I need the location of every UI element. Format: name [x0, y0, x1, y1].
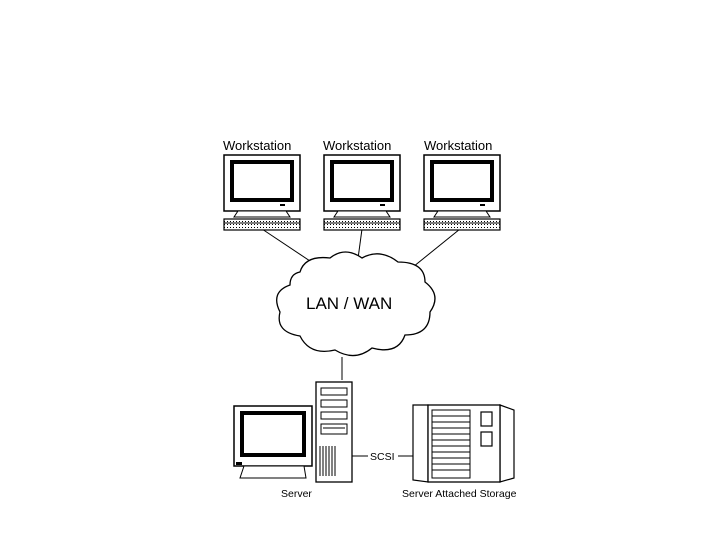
server-label: Server	[281, 488, 312, 500]
workstation-1-computer-icon	[222, 153, 302, 232]
server-monitor-icon	[233, 405, 313, 479]
server-tower-icon	[315, 381, 353, 483]
workstation-2: Workstation	[322, 138, 402, 232]
workstation-3-computer-icon	[422, 153, 502, 232]
network-cloud: LAN / WAN	[276, 251, 436, 357]
workstation-2-label: Workstation	[323, 138, 391, 153]
network-label: LAN / WAN	[306, 294, 392, 313]
workstation-3-label: Workstation	[424, 138, 492, 153]
storage: Server Attached Storage	[402, 404, 517, 500]
workstation-3: Workstation	[422, 138, 502, 232]
server: Server	[233, 381, 353, 500]
workstation-2-computer-icon	[322, 153, 402, 232]
workstation-1-label: Workstation	[223, 138, 291, 153]
storage-array-icon	[412, 404, 515, 483]
cloud-icon	[276, 251, 436, 357]
connection-lines	[261, 228, 461, 457]
scsi-link-label: SCSI	[370, 451, 395, 463]
workstation-1: Workstation	[222, 138, 302, 232]
storage-label: Server Attached Storage	[402, 488, 517, 500]
